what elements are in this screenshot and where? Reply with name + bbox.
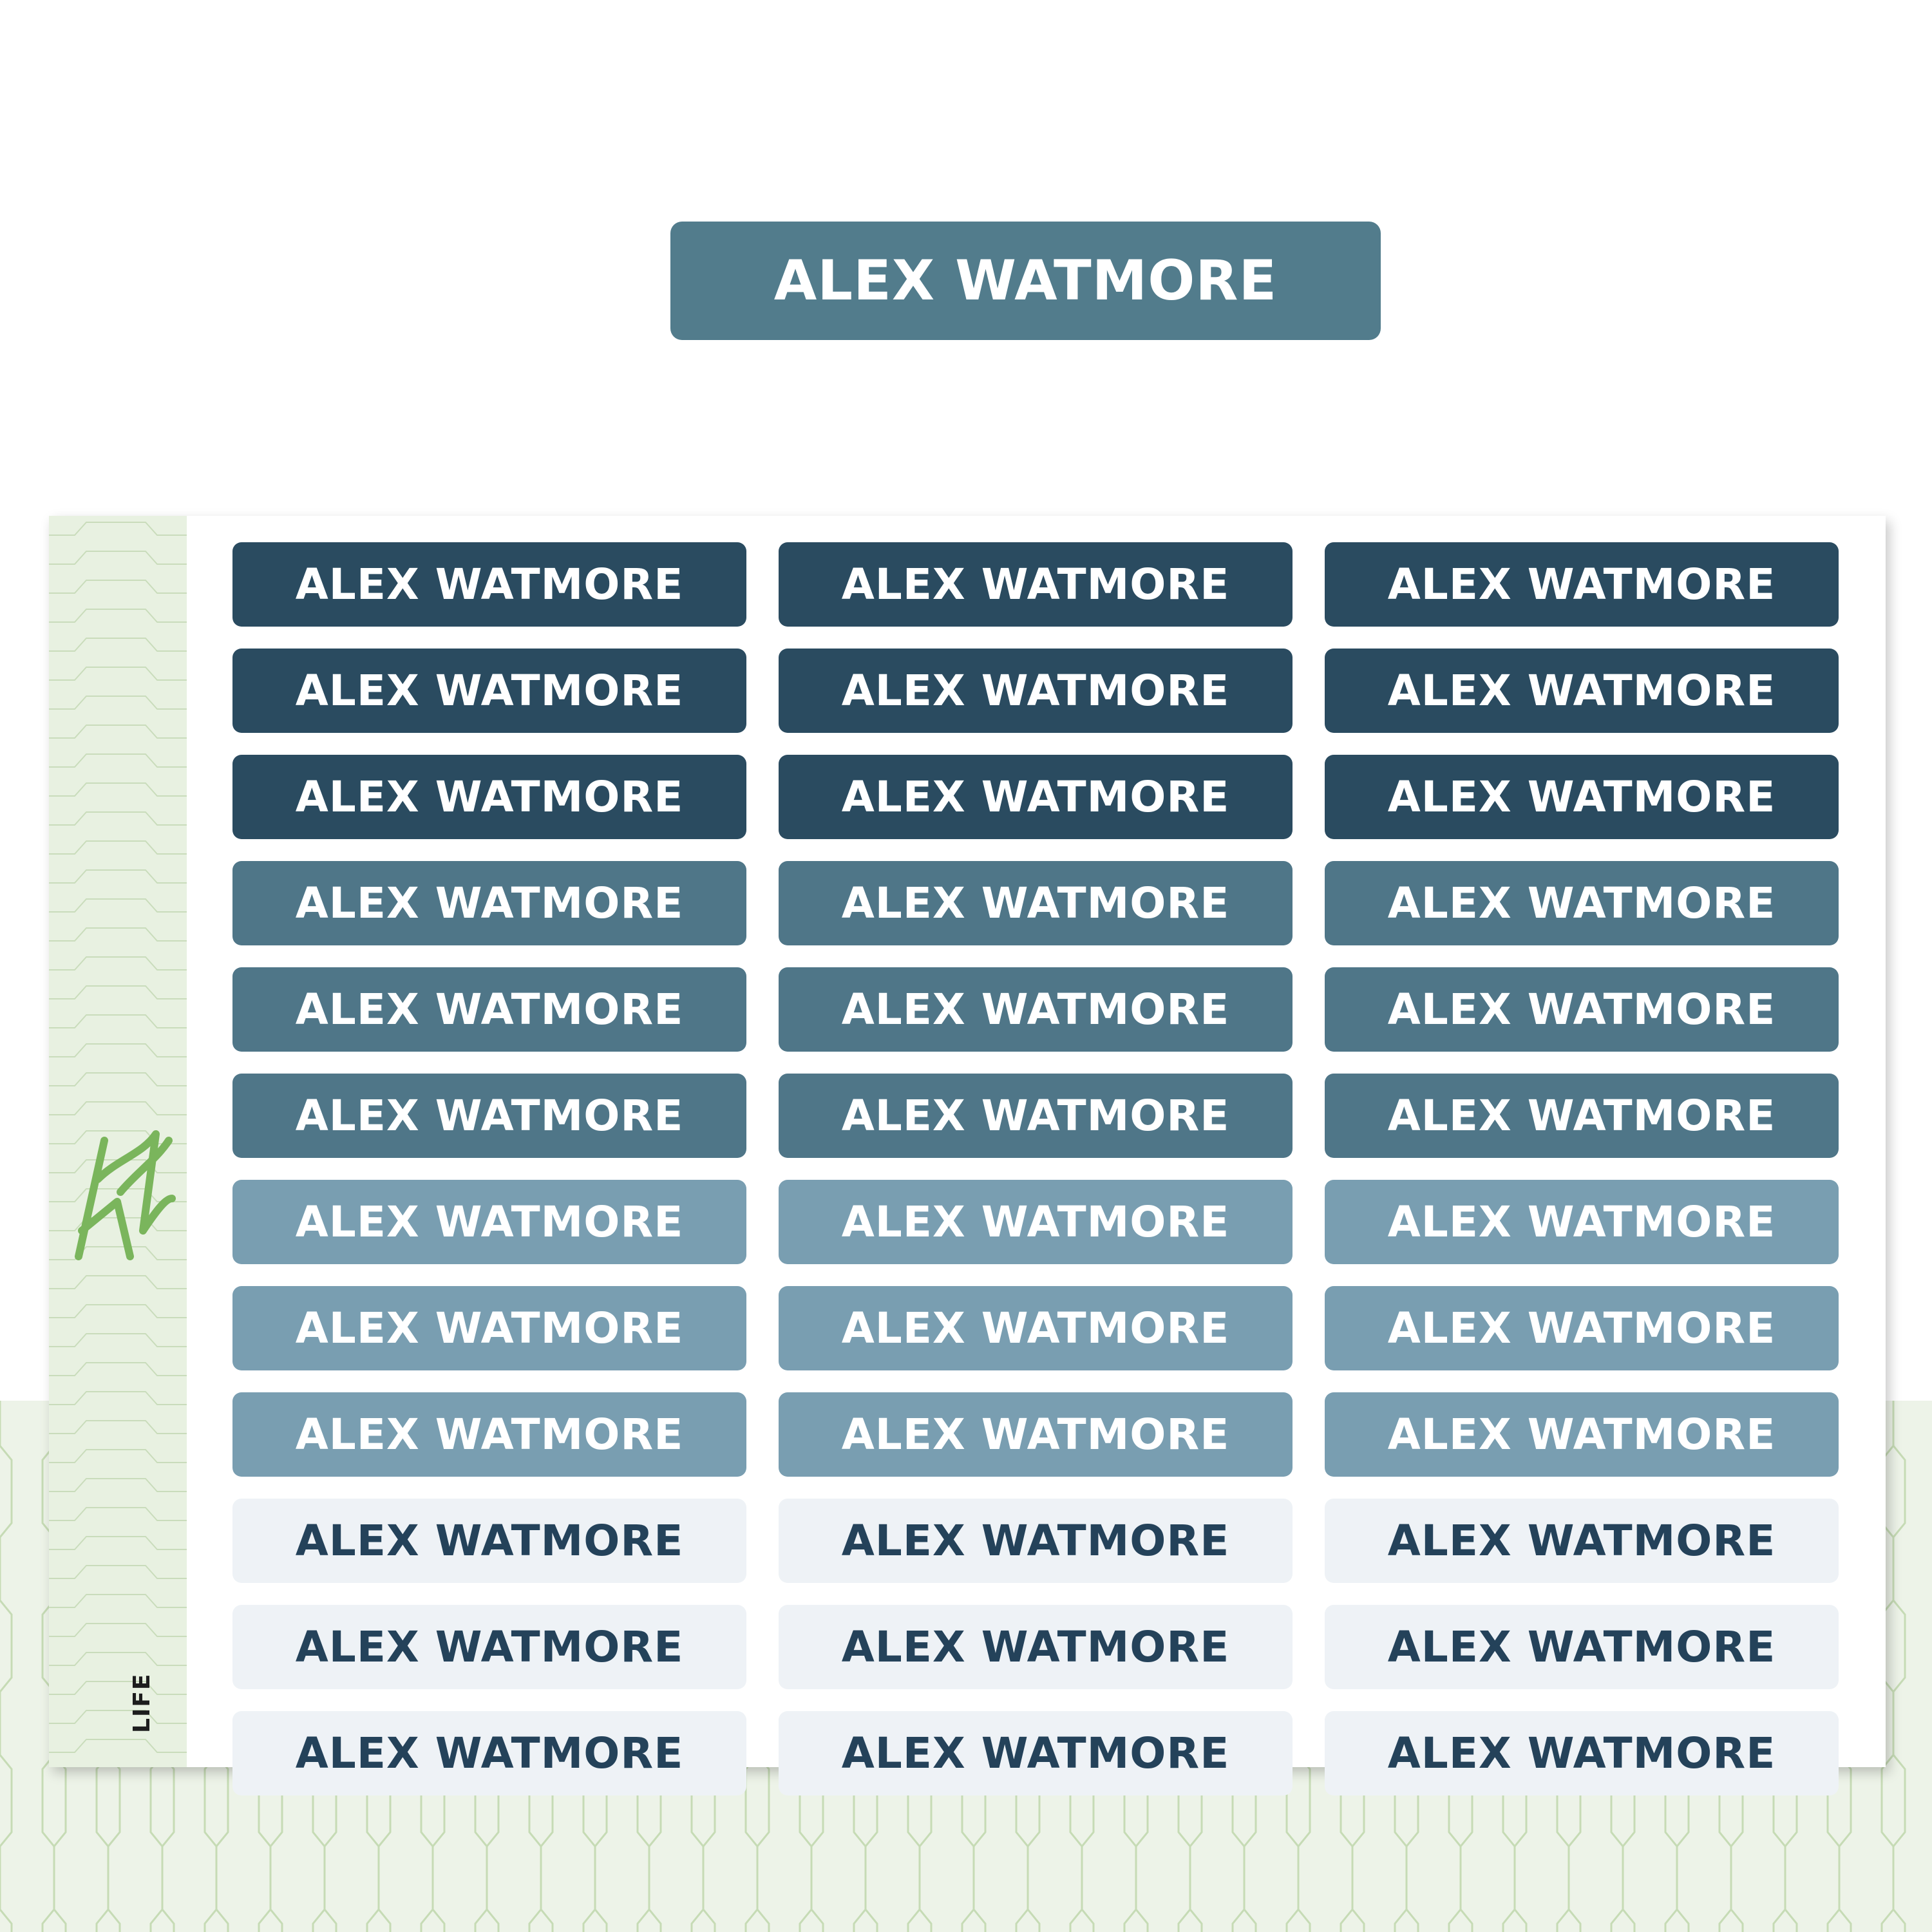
label-grid: ALEX WATMORE ALEX WATMORE ALEX WATMORE ALEX… (232, 542, 1839, 1795)
name-label: ALEX WATMORE (232, 1392, 746, 1477)
name-label: ALEX WATMORE (232, 1074, 746, 1158)
name-label: ALEX WATMORE (232, 542, 746, 627)
name-label: ALEX WATMORE (1325, 649, 1839, 733)
name-label: ALEX WATMORE (1325, 542, 1839, 627)
name-label: ALEX WATMORE (1325, 1074, 1839, 1158)
name-label: ALEX WATMORE (1325, 1499, 1839, 1583)
name-label: ALEX WATMORE (779, 1392, 1293, 1477)
name-label: ALEX WATMORE (232, 1711, 746, 1795)
brand-logo-text: LIFE (129, 1672, 155, 1733)
name-label: ALEX WATMORE (232, 1605, 746, 1689)
name-label: ALEX WATMORE (232, 755, 746, 839)
name-label: ALEX WATMORE (779, 1499, 1293, 1583)
name-label: ALEX WATMORE (1325, 1711, 1839, 1795)
name-label: ALEX WATMORE (779, 1711, 1293, 1795)
name-label: ALEX WATMORE (1325, 861, 1839, 945)
name-label: ALEX WATMORE (1325, 1180, 1839, 1264)
name-label: ALEX WATMORE (232, 1180, 746, 1264)
name-label: ALEX WATMORE (1325, 1286, 1839, 1370)
name-label: ALEX WATMORE (779, 1180, 1293, 1264)
name-label: ALEX WATMORE (779, 755, 1293, 839)
name-label: ALEX WATMORE (779, 967, 1293, 1052)
name-label: ALEX WATMORE (232, 967, 746, 1052)
name-label: ALEX WATMORE (1325, 967, 1839, 1052)
name-label: ALEX WATMORE (779, 861, 1293, 945)
name-label: ALEX WATMORE (779, 1605, 1293, 1689)
name-label: ALEX WATMORE (779, 1286, 1293, 1370)
name-label: ALEX WATMORE (779, 649, 1293, 733)
brand-logo: LIFE (59, 1063, 182, 1733)
name-label: ALEX WATMORE (1325, 1392, 1839, 1477)
name-label: ALEX WATMORE (779, 542, 1293, 627)
sheet-side-strip: LIFE (49, 516, 187, 1767)
name-label: ALEX WATMORE (232, 861, 746, 945)
name-label: ALEX WATMORE (779, 1074, 1293, 1158)
name-label: ALEX WATMORE (232, 1499, 746, 1583)
name-label: ALEX WATMORE (232, 649, 746, 733)
preview-label: ALEX WATMORE (670, 222, 1381, 340)
brand-logo-script (75, 1130, 176, 1260)
name-label: ALEX WATMORE (1325, 1605, 1839, 1689)
name-label: ALEX WATMORE (232, 1286, 746, 1370)
name-label: ALEX WATMORE (1325, 755, 1839, 839)
